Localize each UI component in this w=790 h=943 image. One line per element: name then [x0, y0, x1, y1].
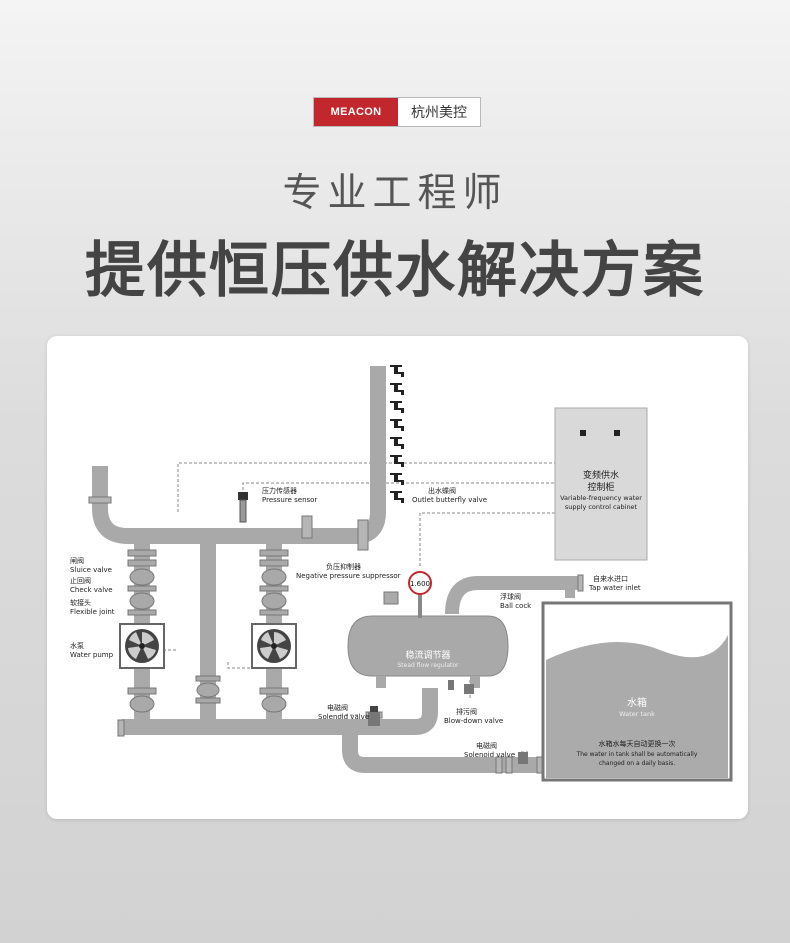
- label-steady-cn: 稳流调节器: [405, 649, 450, 661]
- label-outlet-cn: 出水蝶阀: [428, 486, 456, 495]
- label-pressure-en: Pressure sensor: [262, 496, 317, 504]
- label-outlet-en: Outlet butterfly valve: [412, 496, 487, 504]
- water-pump-1: [119, 623, 165, 669]
- valve-stack-2: [259, 549, 289, 713]
- label-tank-en: Water tank: [619, 710, 655, 718]
- label-check-en: Check valve: [70, 586, 113, 594]
- label-sol2-en: Solenoid valve: [464, 751, 515, 759]
- label-cabinet-cn1: 变频供水: [583, 469, 619, 481]
- solenoid-valve-2: [518, 752, 528, 764]
- label-blow-cn: 排污阀: [456, 707, 477, 716]
- gauge-reading: 1.600: [410, 580, 430, 588]
- label-tank-cn: 水箱: [627, 696, 647, 709]
- pressure-sensor: [238, 492, 248, 523]
- bypass-valve: [195, 675, 221, 704]
- diagram-panel: 1.600 闸阀 Sluice valve 止回阀 Check valve 软接…: [47, 336, 748, 819]
- label-ball-en: Ball cock: [500, 602, 532, 610]
- label-cabinet-cn2: 控制柜: [587, 481, 614, 493]
- label-pump-cn: 水泵: [70, 641, 84, 650]
- label-blow-en: Blow-down valve: [444, 717, 503, 725]
- label-sluice-en: Sluice valve: [70, 566, 112, 574]
- control-cabinet: [554, 407, 648, 561]
- label-cabinet-en1: Variable-frequency water: [560, 494, 642, 502]
- label-sluice-cn: 闸阀: [70, 556, 84, 565]
- label-pump-en: Water pump: [70, 651, 114, 659]
- label-sol2-cn: 电磁阀: [476, 741, 497, 750]
- blow-down-valve: [464, 684, 474, 694]
- steady-flow-regulator: [347, 591, 509, 690]
- label-note-en1: The water in tank shall be automatically: [576, 751, 698, 758]
- label-flex-cn: 软接头: [70, 598, 91, 607]
- label-ball-cn: 浮球阀: [500, 592, 521, 601]
- label-sol1-cn: 电磁阀: [327, 703, 348, 712]
- label-flex-en: Flexible joint: [70, 608, 115, 616]
- solenoid-valve-1: [368, 706, 380, 726]
- label-pressure-cn: 压力传感器: [262, 486, 297, 495]
- brand-logo: MEACON: [314, 98, 398, 126]
- page-title: 提供恒压供水解决方案: [85, 236, 705, 306]
- page-subtitle: 专业工程师: [282, 171, 508, 216]
- brand-badge: MEACON 杭州美控: [313, 97, 481, 127]
- label-note-en2: changed on a daily basis.: [599, 760, 675, 767]
- pipes: [92, 366, 578, 773]
- label-tapinlet-cn: 自来水进口: [593, 574, 628, 583]
- water-pump-2: [251, 623, 297, 669]
- label-tapinlet-en: Tap water inlet: [588, 584, 641, 592]
- water-supply-diagram: 1.600 闸阀 Sluice valve 止回阀 Check valve 软接…: [70, 365, 733, 782]
- label-sol1-en: Solenoid valve: [318, 713, 369, 721]
- valve-stack-1: [127, 549, 157, 713]
- label-cabinet-en2: supply control cabinet: [565, 503, 638, 511]
- brand-name: 杭州美控: [411, 105, 467, 121]
- label-check-cn: 止回阀: [70, 576, 91, 585]
- label-steady-en: Stead flow regulator: [398, 662, 460, 669]
- label-neg-cn: 负压抑制器: [326, 562, 361, 571]
- outlet-faucets: [390, 365, 404, 503]
- label-note-cn: 水箱水每天自动更换一次: [599, 739, 676, 748]
- control-lines: [163, 462, 555, 753]
- pressure-gauge: 1.600: [408, 571, 432, 618]
- label-neg-en: Negative pressure suppressor: [296, 572, 401, 580]
- water-tank: [541, 601, 733, 782]
